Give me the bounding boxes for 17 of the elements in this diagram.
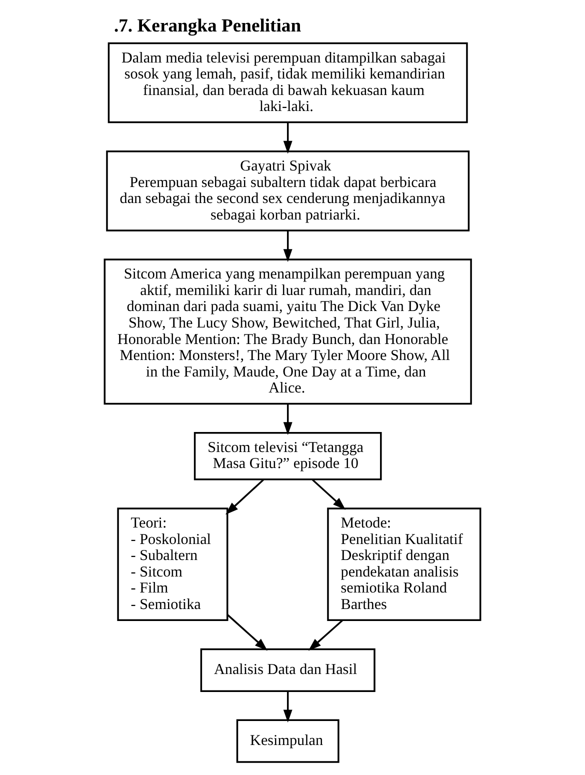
node-box: Sitcom televisi “Tetangga Masa Gitu?” episode 10 (194, 432, 382, 480)
node-box: Teori: - Poskolonial - Subaltern - Sitcom - Film - Semiotika (117, 508, 228, 621)
arrow (227, 614, 268, 651)
node-box: Gayatri Spivak Perempuan sebagai subaltern tidak dapat berbicara dan sebagai the second sex cenderung menjadikannya sebagai korban patriarki. (106, 150, 470, 232)
arrow (283, 122, 292, 154)
arrow (312, 479, 346, 510)
node-box: Kesimpulan (236, 719, 340, 763)
node-box: Metode: Penelitian Kualitatif Deskriptif dengan pendekatan analisis semiotika Roland Barthes (327, 508, 482, 621)
arrow (283, 404, 292, 435)
node-box: Analisis Data dan Hasil (200, 648, 376, 692)
arrow (225, 479, 264, 515)
arrow (283, 691, 292, 723)
diagram-title: .7. Kerangka Penelitian (114, 15, 302, 36)
arrow (283, 230, 292, 262)
node-box: Sitcom America yang menampilkan perempuan yang aktif, memiliki karir di luar rumah, mandiri, dan dominan dari pada suami, yaitu The Dick Van Dyke Show, The Lucy Show, Bewitched, That Girl, Julia, Honorable Mention: The Brady Bunch, dan Honorable Mention: Monsters!, The Mary Tyler Moore Show, All in the Family, Maude, One Day at a Time, dan Alice. (104, 258, 472, 405)
node-box: Dalam media televisi perempuan ditampilkan sabagai sosok yang lemah, pasif, tidak memiliki kemandirian finansial, dan berada di bawah kekuasan kaum laki-laki. (108, 42, 468, 124)
arrow (308, 620, 344, 651)
